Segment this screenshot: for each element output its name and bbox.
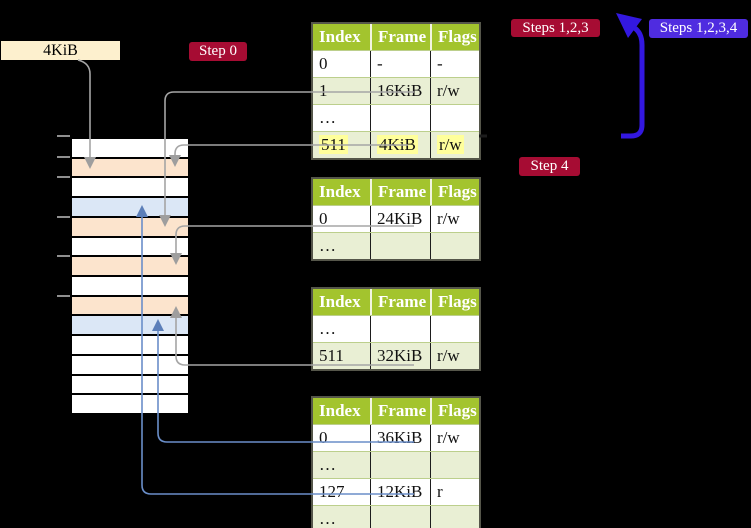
loopback-arrow (616, 13, 645, 139)
flags-cell: r/w (430, 343, 479, 369)
page-size-label: 4KiB (1, 41, 120, 60)
memory-row-4kib (72, 156, 188, 177)
index-cell: … (319, 319, 336, 338)
flags-cell (430, 316, 479, 342)
index-cell: … (319, 236, 336, 255)
index-cell: 0 (319, 209, 328, 228)
flags-cell (430, 452, 479, 478)
flags-cell (430, 233, 479, 259)
memory-row-40kib (72, 334, 188, 354)
index-cell: … (319, 108, 336, 127)
index-cell: 511 (319, 135, 348, 154)
table-row: … (313, 315, 479, 342)
flags-cell: r (430, 479, 479, 505)
memory-row-20kib (72, 235, 188, 256)
physical-memory-column (70, 137, 190, 415)
frame-cell (370, 316, 430, 342)
index-cell: 511 (319, 346, 344, 365)
frame-cell (370, 233, 430, 259)
flags-cell: r/w (430, 132, 479, 158)
frame-cell (370, 452, 430, 478)
frame-cell: 4KiB (370, 132, 430, 158)
frame-cell: 36KiB (370, 425, 430, 451)
memory-row-0kib (72, 139, 188, 157)
frame-cell (370, 105, 430, 131)
table-row: … (313, 451, 479, 478)
flags-cell (430, 105, 479, 131)
flags-cell (430, 506, 479, 528)
header-flags: Flags (430, 179, 479, 205)
steps123-badge: Steps 1,2,3 (511, 19, 600, 37)
header-index: Index (319, 401, 361, 420)
frame-cell: 32KiB (370, 343, 430, 369)
frame-cell: 24KiB (370, 206, 430, 232)
index-cell: 1 (319, 81, 328, 100)
memory-row-12kib (72, 196, 188, 216)
index-cell: 0 (319, 428, 328, 447)
flags-cell: r/w (430, 78, 479, 104)
header-frame: Frame (370, 179, 430, 205)
flags-cell: - (430, 51, 479, 77)
memory-row-52kib (72, 393, 188, 414)
memory-row-36kib (72, 314, 188, 335)
memory-ticks (57, 135, 70, 297)
index-cell: … (319, 509, 336, 528)
header-frame: Frame (370, 398, 430, 424)
memory-row-28kib (72, 275, 188, 295)
step4-badge: Step 4 (519, 157, 580, 176)
memory-row-8kib (72, 176, 188, 197)
memory-row-48kib (72, 373, 188, 394)
flags-cell: r/w (430, 425, 479, 451)
header-index: Index (319, 27, 361, 46)
step0-badge: Step 0 (189, 42, 247, 61)
header-flags: Flags (430, 398, 479, 424)
table-row: … (313, 232, 479, 259)
header-frame: Frame (370, 24, 430, 50)
index-cell: 127 (319, 482, 345, 501)
frame-cell (370, 506, 430, 528)
header-index: Index (319, 182, 361, 201)
flags-cell: r/w (430, 206, 479, 232)
frame-cell: 12KiB (370, 479, 430, 505)
frame-cell: 16KiB (370, 78, 430, 104)
memory-row-32kib (72, 294, 188, 315)
memory-row-44kib (72, 353, 188, 374)
memory-row-24kib (72, 255, 188, 276)
index-cell: … (319, 455, 336, 474)
frame-cell: - (370, 51, 430, 77)
header-flags: Flags (430, 24, 479, 50)
table-row: 0 -- (313, 50, 479, 77)
header-frame: Frame (370, 289, 430, 315)
header-flags: Flags (430, 289, 479, 315)
steps1234-badge: Steps 1,2,3,4 (649, 19, 748, 38)
header-index: Index (319, 292, 361, 311)
table-row: … (313, 505, 479, 528)
memory-row-16kib (72, 215, 188, 236)
index-cell: 0 (319, 54, 328, 73)
table-row: … (313, 104, 479, 131)
